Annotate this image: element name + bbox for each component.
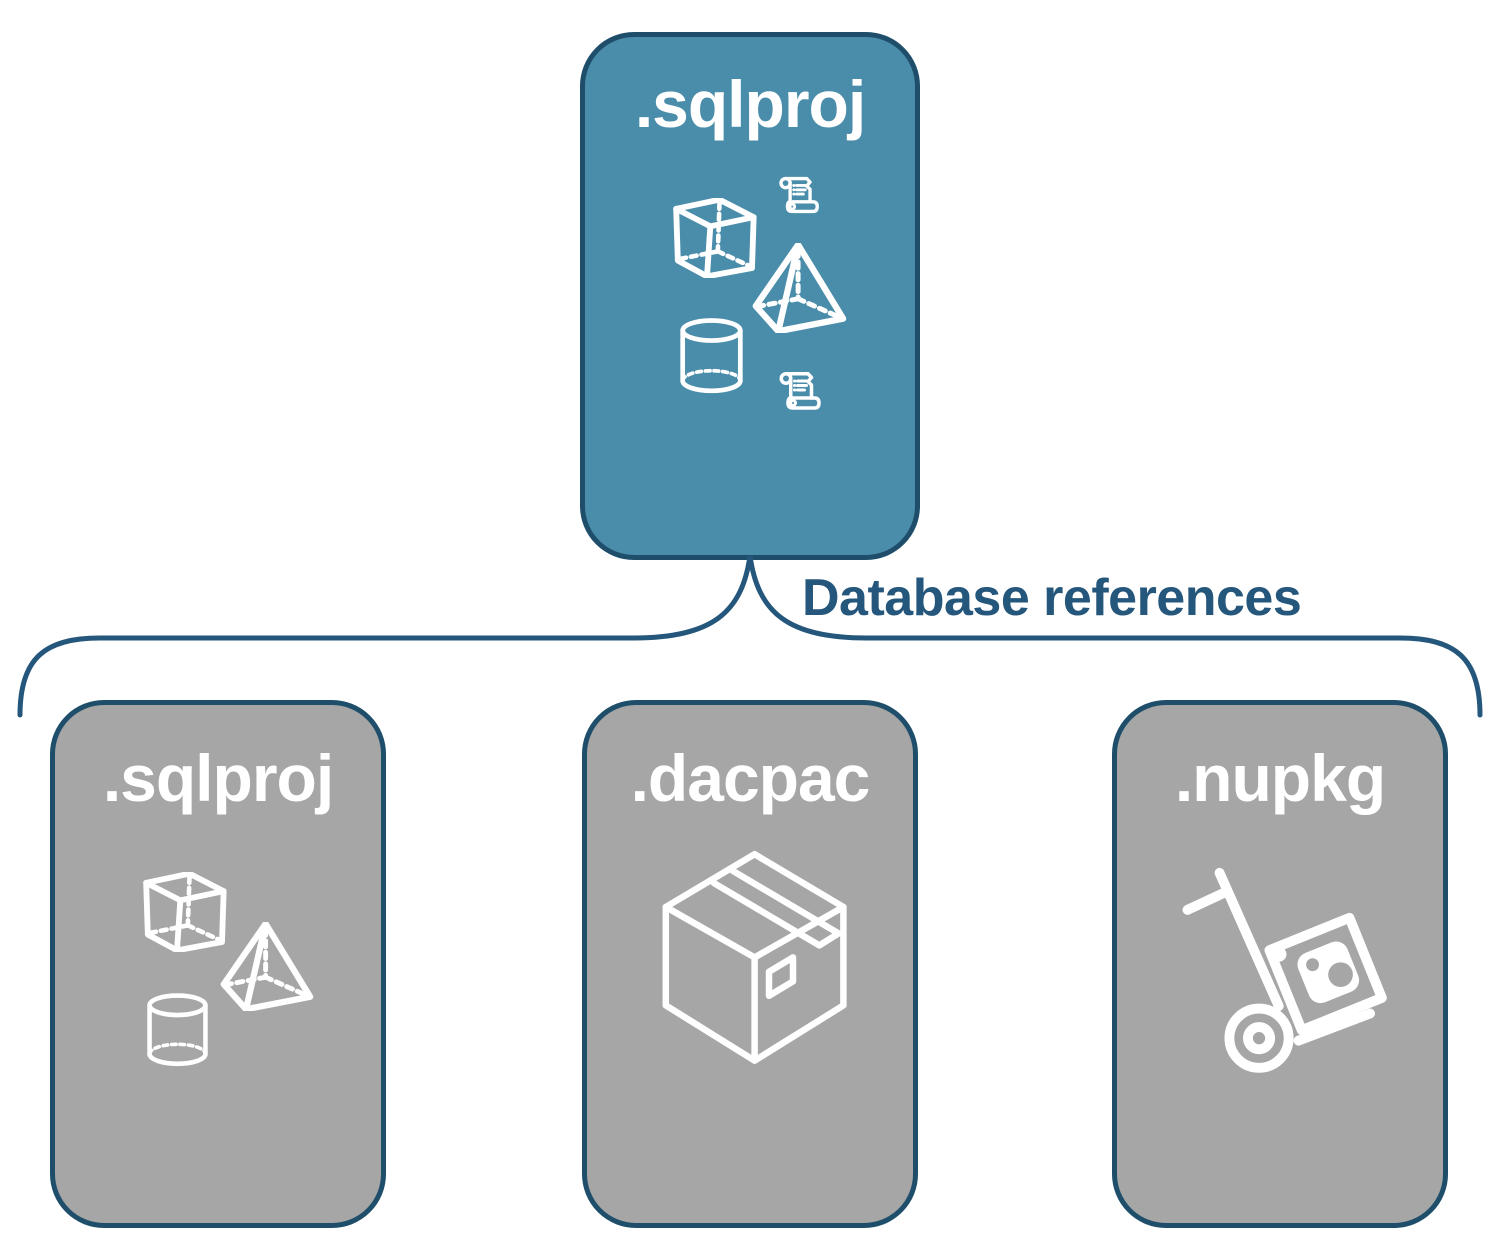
node-child-title: .dacpac [630,741,871,815]
cube-icon [673,198,757,278]
cylinder-icon [680,318,743,394]
database-references-label: Database references [802,569,1302,627]
package-box-icon [662,850,847,1064]
cube-icon [143,872,227,952]
node-child-dacpac: .dacpac [582,700,918,1228]
pyramid-icon [752,243,847,333]
scroll-icon [779,176,819,214]
node-child-nupkg: .nupkg [1112,700,1448,1228]
connector-brace [17,555,1483,718]
node-root-sqlproj: .sqlproj [580,32,920,560]
node-child-title: .nupkg [1174,741,1386,815]
hand-truck-nuget-package-icon [1182,867,1387,1073]
pyramid-icon [220,922,314,1011]
cylinder-icon [147,993,208,1067]
node-child-title: .sqlproj [102,741,334,815]
node-child-sqlproj: .sqlproj [50,700,386,1228]
scroll-icon [779,372,821,410]
node-root-title: .sqlproj [634,67,866,141]
